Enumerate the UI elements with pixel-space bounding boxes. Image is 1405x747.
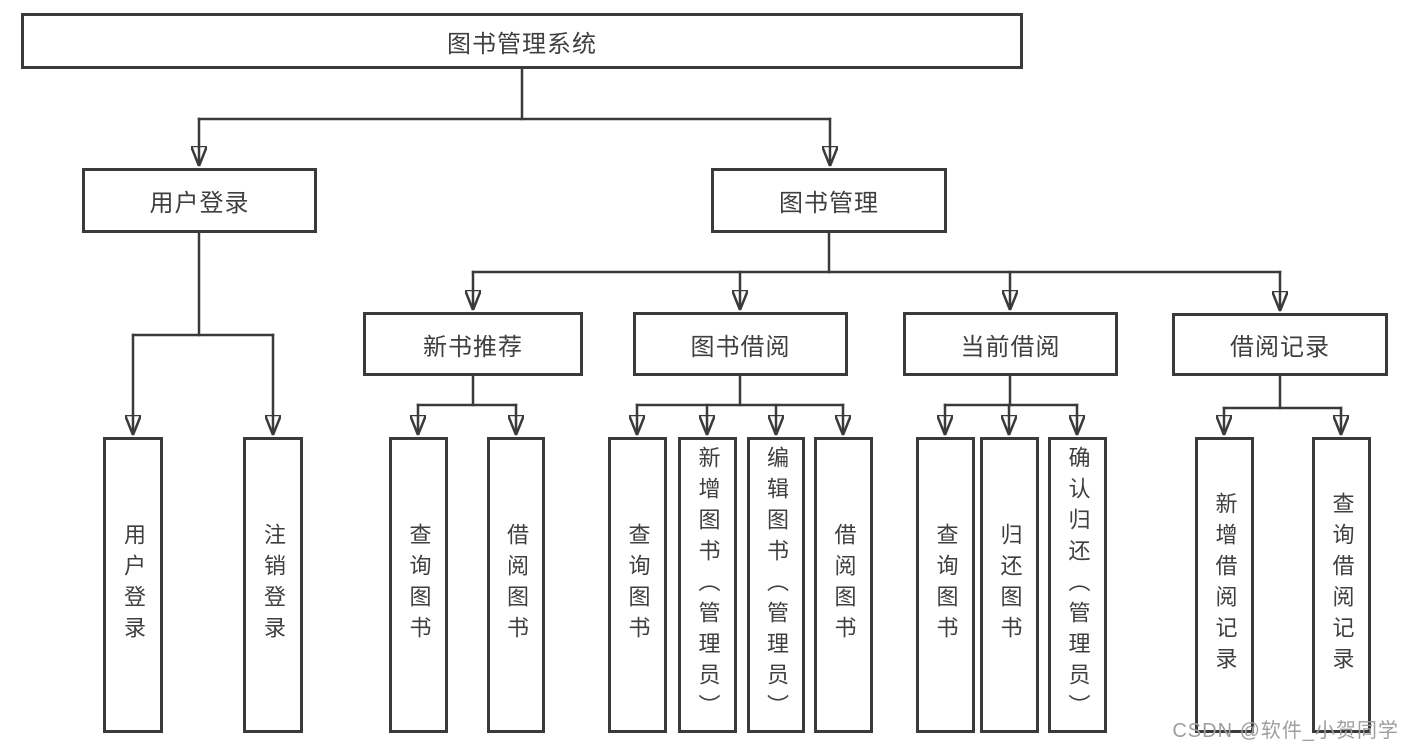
node-library-management-system: 图书管理系统: [21, 13, 1023, 69]
leaf-query-books-borrowing: 查询图书: [608, 437, 667, 733]
leaf-borrow-books-recommend: 借阅图书: [487, 437, 545, 733]
leaf-borrow-books: 借阅图书: [814, 437, 873, 733]
connector-book-management-children: [473, 230, 1280, 312]
connector-book-borrowing-children: [637, 373, 843, 436]
node-new-book-recommend: 新书推荐: [363, 312, 583, 376]
node-borrowing-records: 借阅记录: [1172, 313, 1388, 376]
connector-current-borrowing-children: [945, 373, 1077, 436]
connector-new-book-recommend-children: [418, 373, 516, 436]
node-book-management: 图书管理: [711, 168, 947, 233]
leaf-edit-book-admin: 编辑图书（管理员）: [747, 437, 805, 733]
connector-root-to-level2: [199, 68, 830, 167]
leaf-add-borrow-record: 新增借阅记录: [1195, 437, 1254, 733]
connector-borrowing-records-children: [1224, 374, 1341, 436]
leaf-confirm-return-admin: 确认归还（管理员）: [1048, 437, 1107, 733]
leaf-query-books-recommend: 查询图书: [389, 437, 448, 733]
leaf-logout: 注销登录: [243, 437, 303, 733]
node-book-borrowing: 图书借阅: [633, 312, 848, 376]
leaf-query-borrow-record: 查询借阅记录: [1312, 437, 1371, 733]
leaf-query-books-current: 查询图书: [916, 437, 975, 733]
connector-user-login-children: [133, 230, 273, 436]
leaf-user-login: 用户登录: [103, 437, 163, 733]
leaf-return-book: 归还图书: [980, 437, 1039, 733]
node-user-login: 用户登录: [82, 168, 317, 233]
node-current-borrowing: 当前借阅: [903, 312, 1118, 376]
csdn-watermark: CSDN @软件_小贺同学: [1172, 720, 1399, 742]
leaf-add-book-admin: 新增图书（管理员）: [678, 437, 737, 733]
